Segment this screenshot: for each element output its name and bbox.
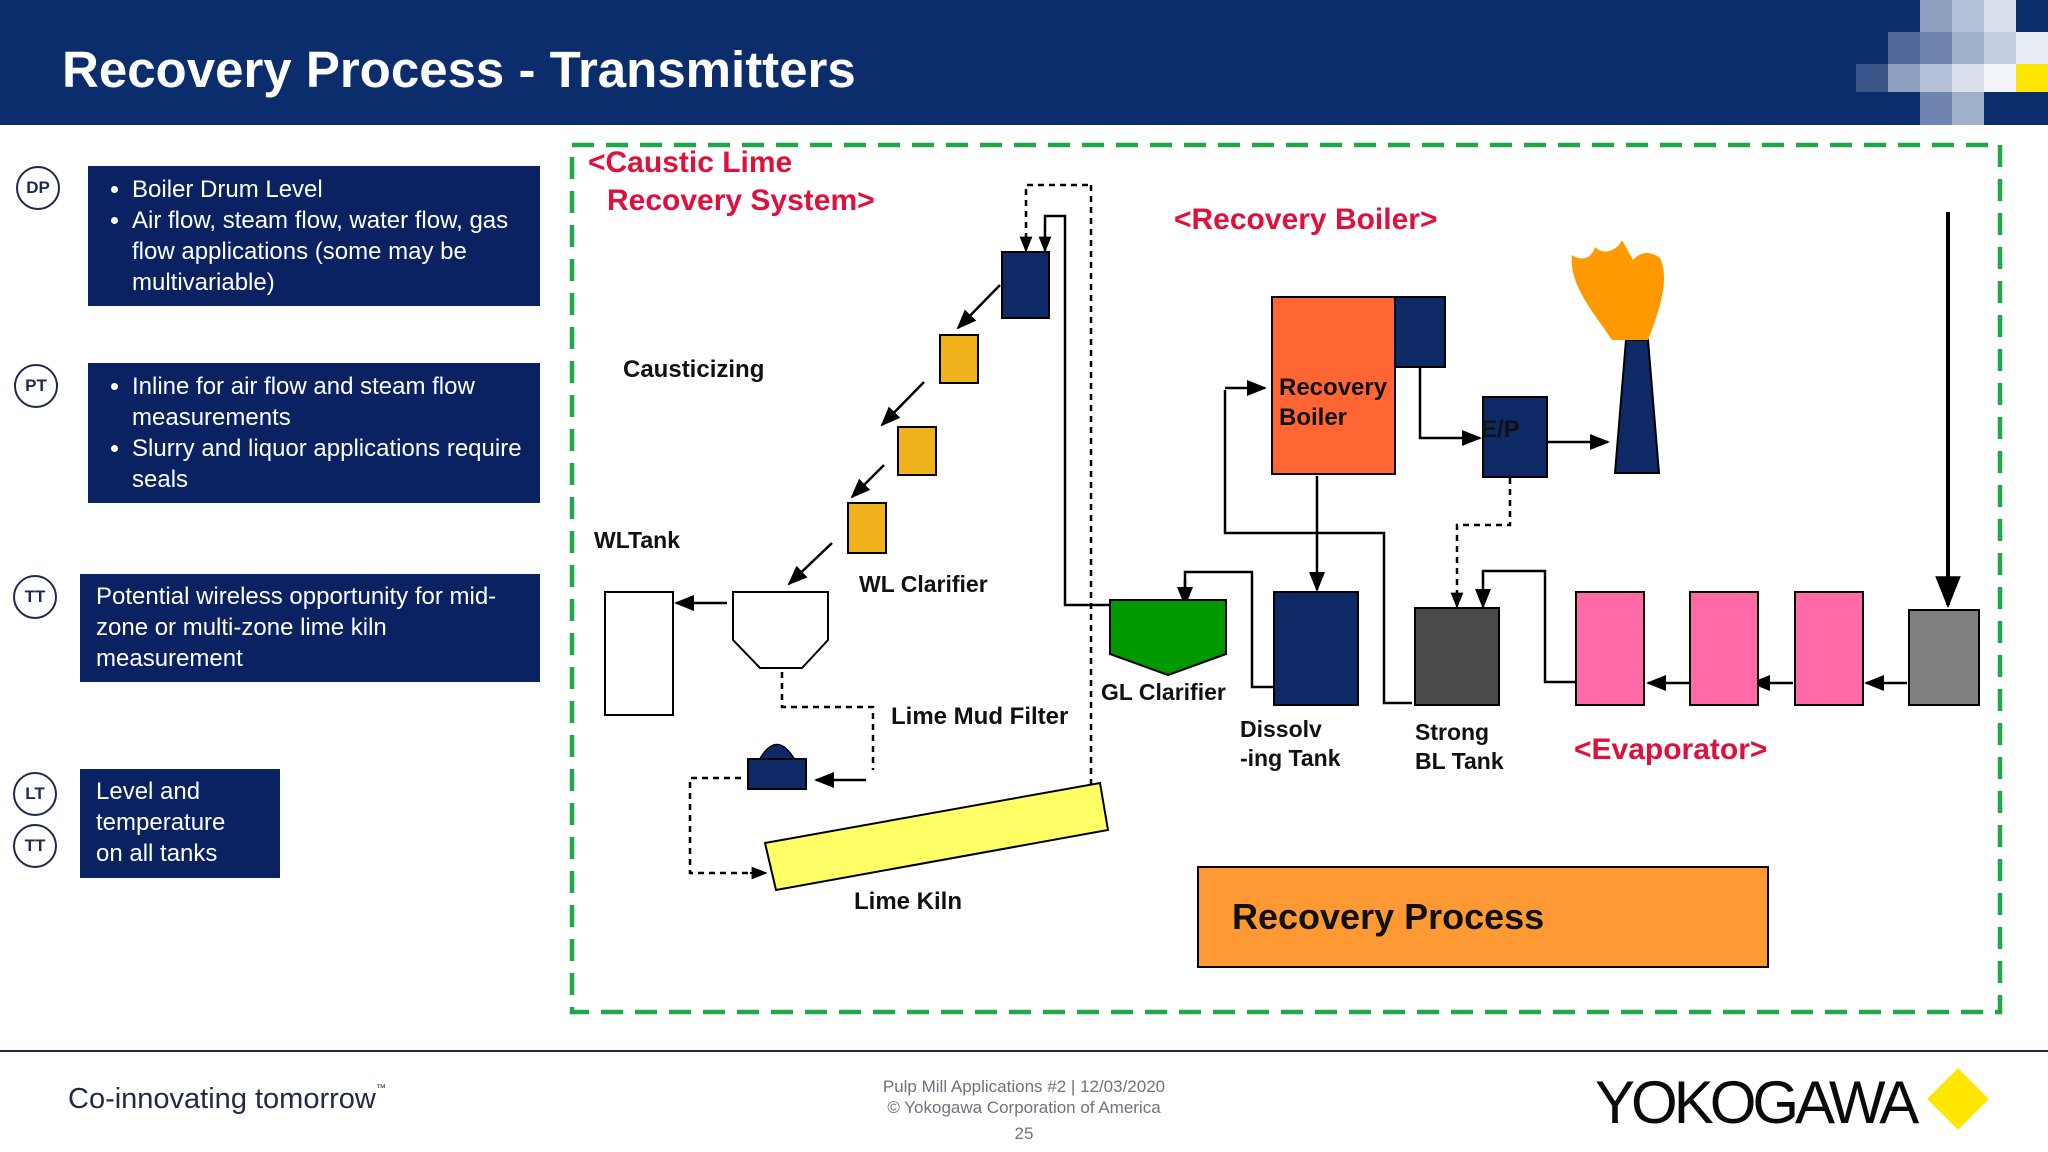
strong-bl-label-2: BL Tank xyxy=(1415,748,1504,774)
tt-description: Potential wireless opportunity for mid-z… xyxy=(96,583,497,672)
tt-badge: TT xyxy=(13,575,57,619)
pt-description-box: Inline for air flow and steam flow measu… xyxy=(88,363,540,503)
footer-tagline: Co-innovating tomorrow™ xyxy=(68,1083,386,1115)
strong-bl-label-1: Strong xyxy=(1415,719,1489,745)
gl-clarifier xyxy=(1109,599,1227,677)
lt-badge: LT xyxy=(13,772,57,816)
wl-clarifier xyxy=(732,591,829,669)
pt-bullet-2: Slurry and liquor applications require s… xyxy=(132,433,540,495)
lime-kiln-label: Lime Kiln xyxy=(854,888,962,915)
lt-tt-description-box: Level and temperature on all tanks xyxy=(80,769,280,878)
dp-bullet-1: Boiler Drum Level xyxy=(132,174,540,205)
gold-tank-1 xyxy=(939,334,979,384)
causticizing-label: Causticizing xyxy=(623,356,764,383)
slide-title: Recovery Process - Transmitters xyxy=(62,41,856,98)
page-number: 25 xyxy=(1014,1124,1034,1143)
gl-clarifier-label: GL Clarifier xyxy=(1101,679,1226,705)
navy-tank-top xyxy=(1001,251,1050,319)
wl-tank xyxy=(604,591,674,716)
footer-divider xyxy=(0,1050,2048,1052)
gold-tank-2 xyxy=(897,426,937,476)
gold-tank-3 xyxy=(847,502,887,554)
recovery-process-box xyxy=(1197,866,1769,968)
trademark: ™ xyxy=(375,1083,386,1094)
ep-unit xyxy=(1482,396,1548,478)
pt-badge: PT xyxy=(14,364,58,408)
evaporator-1 xyxy=(1575,591,1645,706)
footer-meta-line-2: © Yokogawa Corporation of America xyxy=(887,1098,1161,1117)
dissolving-tank-label-2: -ing Tank xyxy=(1240,745,1341,771)
dp-badge: DP xyxy=(16,166,60,210)
lime-kiln xyxy=(763,781,1110,892)
evaporator-label: <Evaporator> xyxy=(1574,733,1767,766)
lt-line-3: on all tanks xyxy=(96,840,218,867)
lt-line-1: Level and xyxy=(96,778,201,805)
stack xyxy=(1613,339,1661,474)
pt-bullet-1: Inline for air flow and steam flow measu… xyxy=(132,371,540,433)
evaporator-2 xyxy=(1689,591,1759,706)
wl-clarifier-label: WL Clarifier xyxy=(859,571,988,597)
lime-mud-filter xyxy=(747,743,807,790)
recovery-boiler xyxy=(1271,296,1396,475)
header-bar xyxy=(0,0,2048,125)
yokogawa-logo: YOKOGAWA xyxy=(1595,1069,1919,1136)
caustic-title-2: Recovery System> xyxy=(607,184,875,217)
boiler-top-block xyxy=(1394,296,1446,368)
recovery-process-label: Recovery Process xyxy=(1232,896,1544,937)
dp-description-box: Boiler Drum Level Air flow, steam flow, … xyxy=(88,166,540,306)
caustic-title-1: <Caustic Lime xyxy=(588,146,792,179)
ep-label: E/P xyxy=(1481,416,1520,443)
recovery-boiler-title: <Recovery Boiler> xyxy=(1174,203,1437,236)
recovery-boiler-label-1: Recovery xyxy=(1279,374,1388,401)
evaporator-grey xyxy=(1908,609,1980,706)
dissolving-tank xyxy=(1273,591,1359,706)
wl-tank-label: WLTank xyxy=(594,527,680,553)
diagram-border xyxy=(569,142,2003,1015)
evaporator-3 xyxy=(1794,591,1864,706)
tt-description-box: Potential wireless opportunity for mid-z… xyxy=(80,574,540,682)
flame-icon xyxy=(1571,240,1664,340)
footer-meta-line-1: Pulp Mill Applications #2 | 12/03/2020 xyxy=(882,1077,1166,1096)
tt-badge-2: TT xyxy=(13,824,57,868)
lime-mud-filter-label: Lime Mud Filter xyxy=(891,703,1068,730)
dp-bullet-2: Air flow, steam flow, water flow, gas fl… xyxy=(132,205,540,298)
recovery-boiler-label-2: Boiler xyxy=(1279,404,1347,431)
dissolving-tank-label-1: Dissolv xyxy=(1240,716,1322,742)
strong-bl-tank xyxy=(1414,607,1500,706)
lt-line-2: temperature xyxy=(96,809,226,836)
